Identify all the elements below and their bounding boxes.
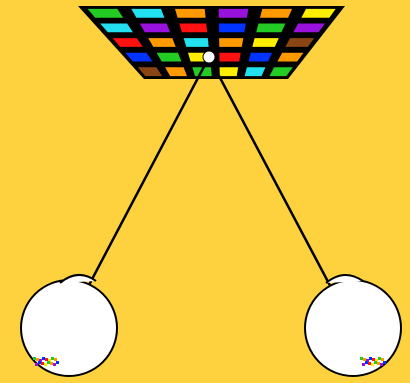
retina-pixel bbox=[35, 363, 38, 366]
grid-cell bbox=[140, 24, 170, 33]
retina-pixel bbox=[51, 357, 54, 360]
retina-pixel bbox=[45, 358, 48, 361]
retina-pixel bbox=[377, 362, 380, 365]
eyeball bbox=[305, 280, 401, 376]
retina-pixel bbox=[369, 357, 372, 360]
retina-pixel bbox=[360, 357, 363, 360]
retina-pixel bbox=[47, 361, 50, 364]
grid-cell bbox=[260, 9, 292, 18]
retina-pixel bbox=[56, 361, 59, 364]
retina-pixel bbox=[381, 358, 384, 361]
retina-pixel bbox=[36, 358, 39, 361]
retina-pixel bbox=[53, 363, 56, 366]
retina-pixel bbox=[44, 363, 47, 366]
retina-pixel bbox=[365, 361, 368, 364]
retina-pixel bbox=[371, 363, 374, 366]
retina-pixel bbox=[362, 363, 365, 366]
grid-cell bbox=[184, 38, 209, 47]
retina-pixel bbox=[33, 357, 36, 360]
retina-pixel bbox=[50, 362, 53, 365]
grid-cell bbox=[256, 24, 285, 33]
retina-pixel bbox=[383, 361, 386, 364]
retina-pixel bbox=[42, 357, 45, 360]
grid-cell bbox=[252, 38, 278, 47]
grid-cell bbox=[249, 53, 273, 62]
grid-cell bbox=[219, 9, 249, 18]
focal-point bbox=[203, 51, 215, 63]
grid-cell bbox=[220, 67, 239, 76]
retina-pixel bbox=[374, 361, 377, 364]
retina-pixel bbox=[378, 357, 381, 360]
retina-pixel bbox=[368, 362, 371, 365]
retina-pixel bbox=[41, 362, 44, 365]
retina-pixel bbox=[363, 358, 366, 361]
grid-cell bbox=[131, 9, 164, 18]
grid-cell bbox=[179, 24, 207, 33]
retina-pixel bbox=[38, 361, 41, 364]
grid-cell bbox=[219, 24, 246, 33]
retina-pixel bbox=[54, 358, 57, 361]
retina-pixel bbox=[380, 363, 383, 366]
grid-cell bbox=[175, 9, 206, 18]
retina-pixel bbox=[372, 358, 375, 361]
grid-cell bbox=[219, 38, 243, 47]
grid-cell bbox=[219, 53, 240, 62]
eyeball bbox=[21, 280, 117, 376]
